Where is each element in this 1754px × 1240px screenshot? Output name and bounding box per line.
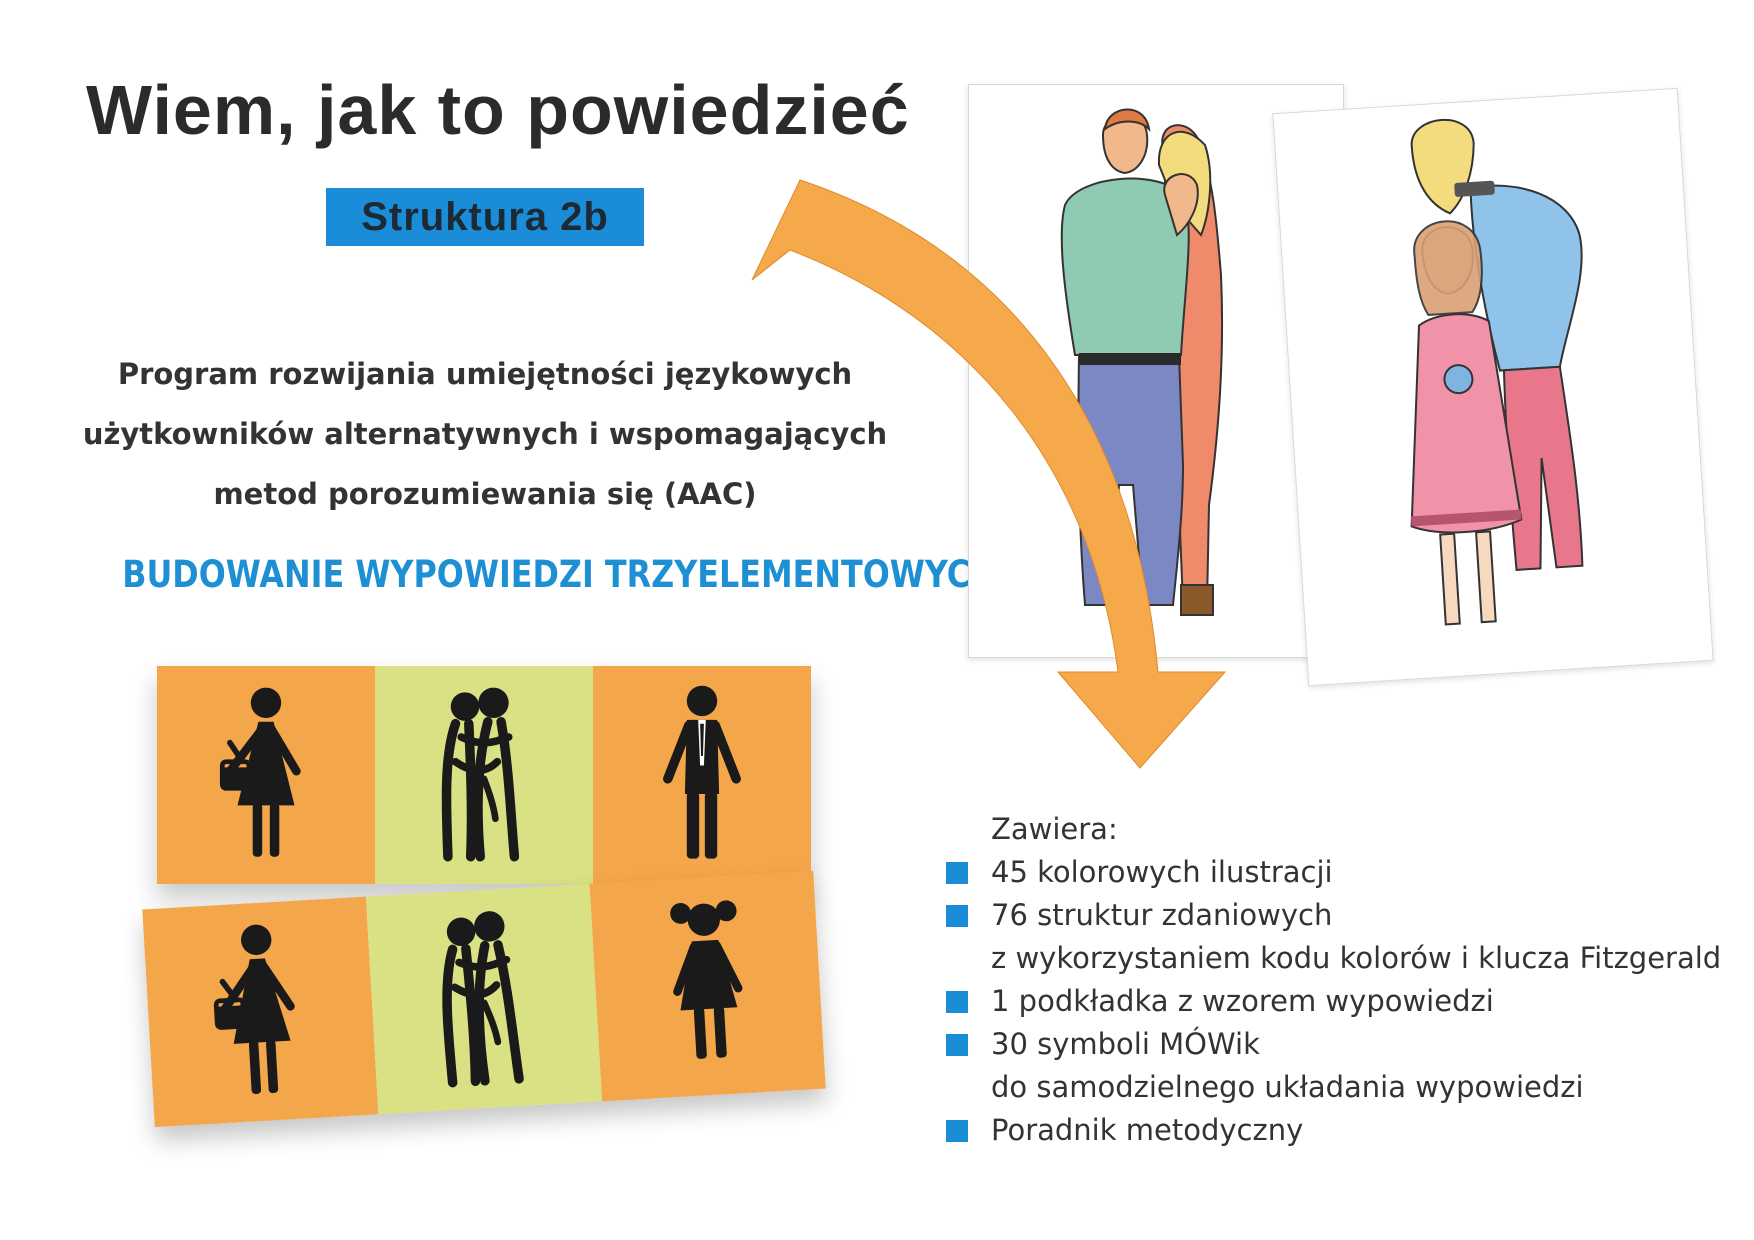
description-line: metod porozumiewania się (AAC)	[213, 477, 757, 511]
description-line: Program rozwijania umiejętności językowy…	[117, 357, 853, 391]
symbol-card	[589, 870, 826, 1102]
square-bullet-icon	[946, 991, 968, 1013]
symbol-card	[142, 896, 379, 1128]
woman-with-handbag-icon	[198, 914, 323, 1110]
square-bullet-icon	[946, 1120, 968, 1142]
list-item: 30 symboli MÓWik	[946, 1023, 1721, 1066]
contents-list: Zawiera: 45 kolorowych ilustracji 76 str…	[946, 808, 1721, 1152]
hugging-people-icon	[427, 680, 541, 870]
square-bullet-icon	[946, 862, 968, 884]
symbol-strip-top	[157, 666, 811, 884]
list-item-detail: z wykorzystaniem kodu kolorów i klucza F…	[991, 941, 1722, 975]
list-item: 76 struktur zdaniowych	[946, 894, 1721, 937]
symbol-card	[593, 666, 811, 884]
list-item: 1 podkładka z wzorem wypowiedzi	[946, 980, 1721, 1023]
hugging-people-icon	[422, 901, 547, 1097]
list-item-detail: do samodzielnego układania wypowiedzi	[991, 1070, 1584, 1104]
structure-badge: Struktura 2b	[326, 188, 644, 246]
symbol-card	[365, 883, 603, 1115]
symbol-card	[157, 666, 375, 884]
list-item: 45 kolorowych ilustracji	[946, 851, 1721, 894]
square-bullet-icon	[946, 1034, 968, 1056]
combing-hair-illustration	[1410, 118, 1584, 626]
page-title: Wiem, jak to powiedzieć	[86, 71, 910, 149]
subheading: BUDOWANIE WYPOWIEDZI TRZYELEMENTOWYCH	[122, 553, 997, 596]
illustration-card-combing	[1272, 87, 1714, 687]
contents-header: Zawiera:	[991, 812, 1118, 846]
girl-with-pigtails-icon	[645, 888, 770, 1084]
list-item: Poradnik metodyczny	[946, 1109, 1721, 1152]
description-line: użytkowników alternatywnych i wspomagają…	[82, 417, 888, 451]
square-bullet-icon	[946, 905, 968, 927]
program-description: Program rozwijania umiejętności językowy…	[40, 344, 930, 524]
man-with-tie-icon	[645, 680, 759, 870]
woman-with-handbag-icon	[209, 680, 323, 870]
symbol-card	[375, 666, 593, 884]
symbol-strip-bottom	[142, 870, 826, 1128]
